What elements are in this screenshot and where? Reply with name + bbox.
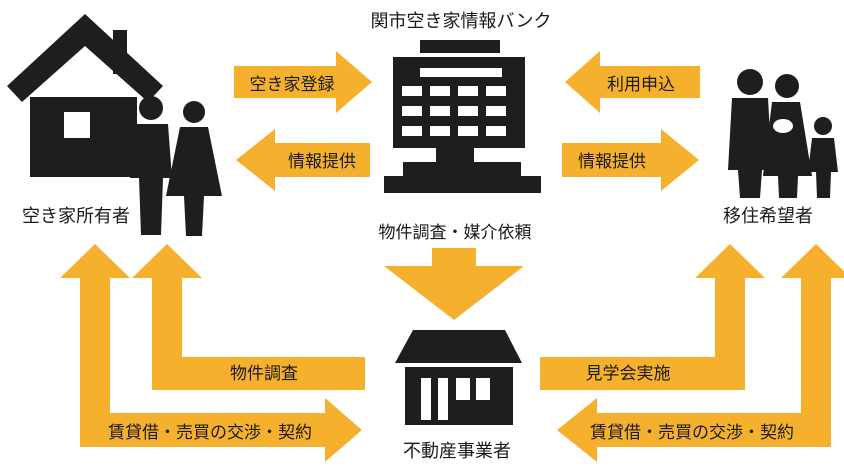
owner-label: 空き家所有者	[22, 206, 130, 227]
label-info-to-owner: 情報提供	[288, 152, 356, 172]
label-contract-owner: 賃貸借・売買の交渉・契約	[108, 423, 312, 443]
arrow-apply	[565, 51, 700, 113]
arrow-register	[234, 51, 372, 113]
arrow-labels: 空き家登録 情報提供 利用申込 情報提供 物件調査・媒介依頼 物件調査 賃貸借・…	[108, 75, 794, 443]
store-icon	[395, 330, 522, 425]
label-apply: 利用申込	[607, 75, 675, 95]
label-register: 空き家登録	[250, 75, 335, 95]
house-with-couple-icon	[7, 14, 222, 236]
label-info-to-seeker: 情報提供	[578, 152, 646, 172]
realtor-label: 不動産事業者	[403, 441, 511, 462]
arrow-info-to-seeker	[562, 129, 699, 191]
office-building-icon	[384, 40, 541, 193]
bank-label: 関市空き家情報バンク	[371, 11, 552, 32]
label-survey: 物件調査	[230, 364, 298, 384]
label-request: 物件調査・媒介依頼	[379, 223, 532, 243]
arrow-info-to-owner	[236, 129, 370, 191]
arrow-viewing	[540, 244, 765, 390]
label-contract-seeker: 賃貸借・売買の交渉・契約	[590, 423, 794, 443]
arrow-survey	[132, 244, 365, 390]
family-icon	[728, 69, 838, 198]
arrow-request	[384, 248, 524, 320]
arrow-contract-seeker	[557, 244, 844, 462]
seeker-label: 移住希望者	[723, 206, 813, 227]
arrow-contract-owner	[60, 244, 362, 462]
arrows-layer	[60, 51, 844, 462]
label-viewing: 見学会実施	[586, 364, 671, 384]
